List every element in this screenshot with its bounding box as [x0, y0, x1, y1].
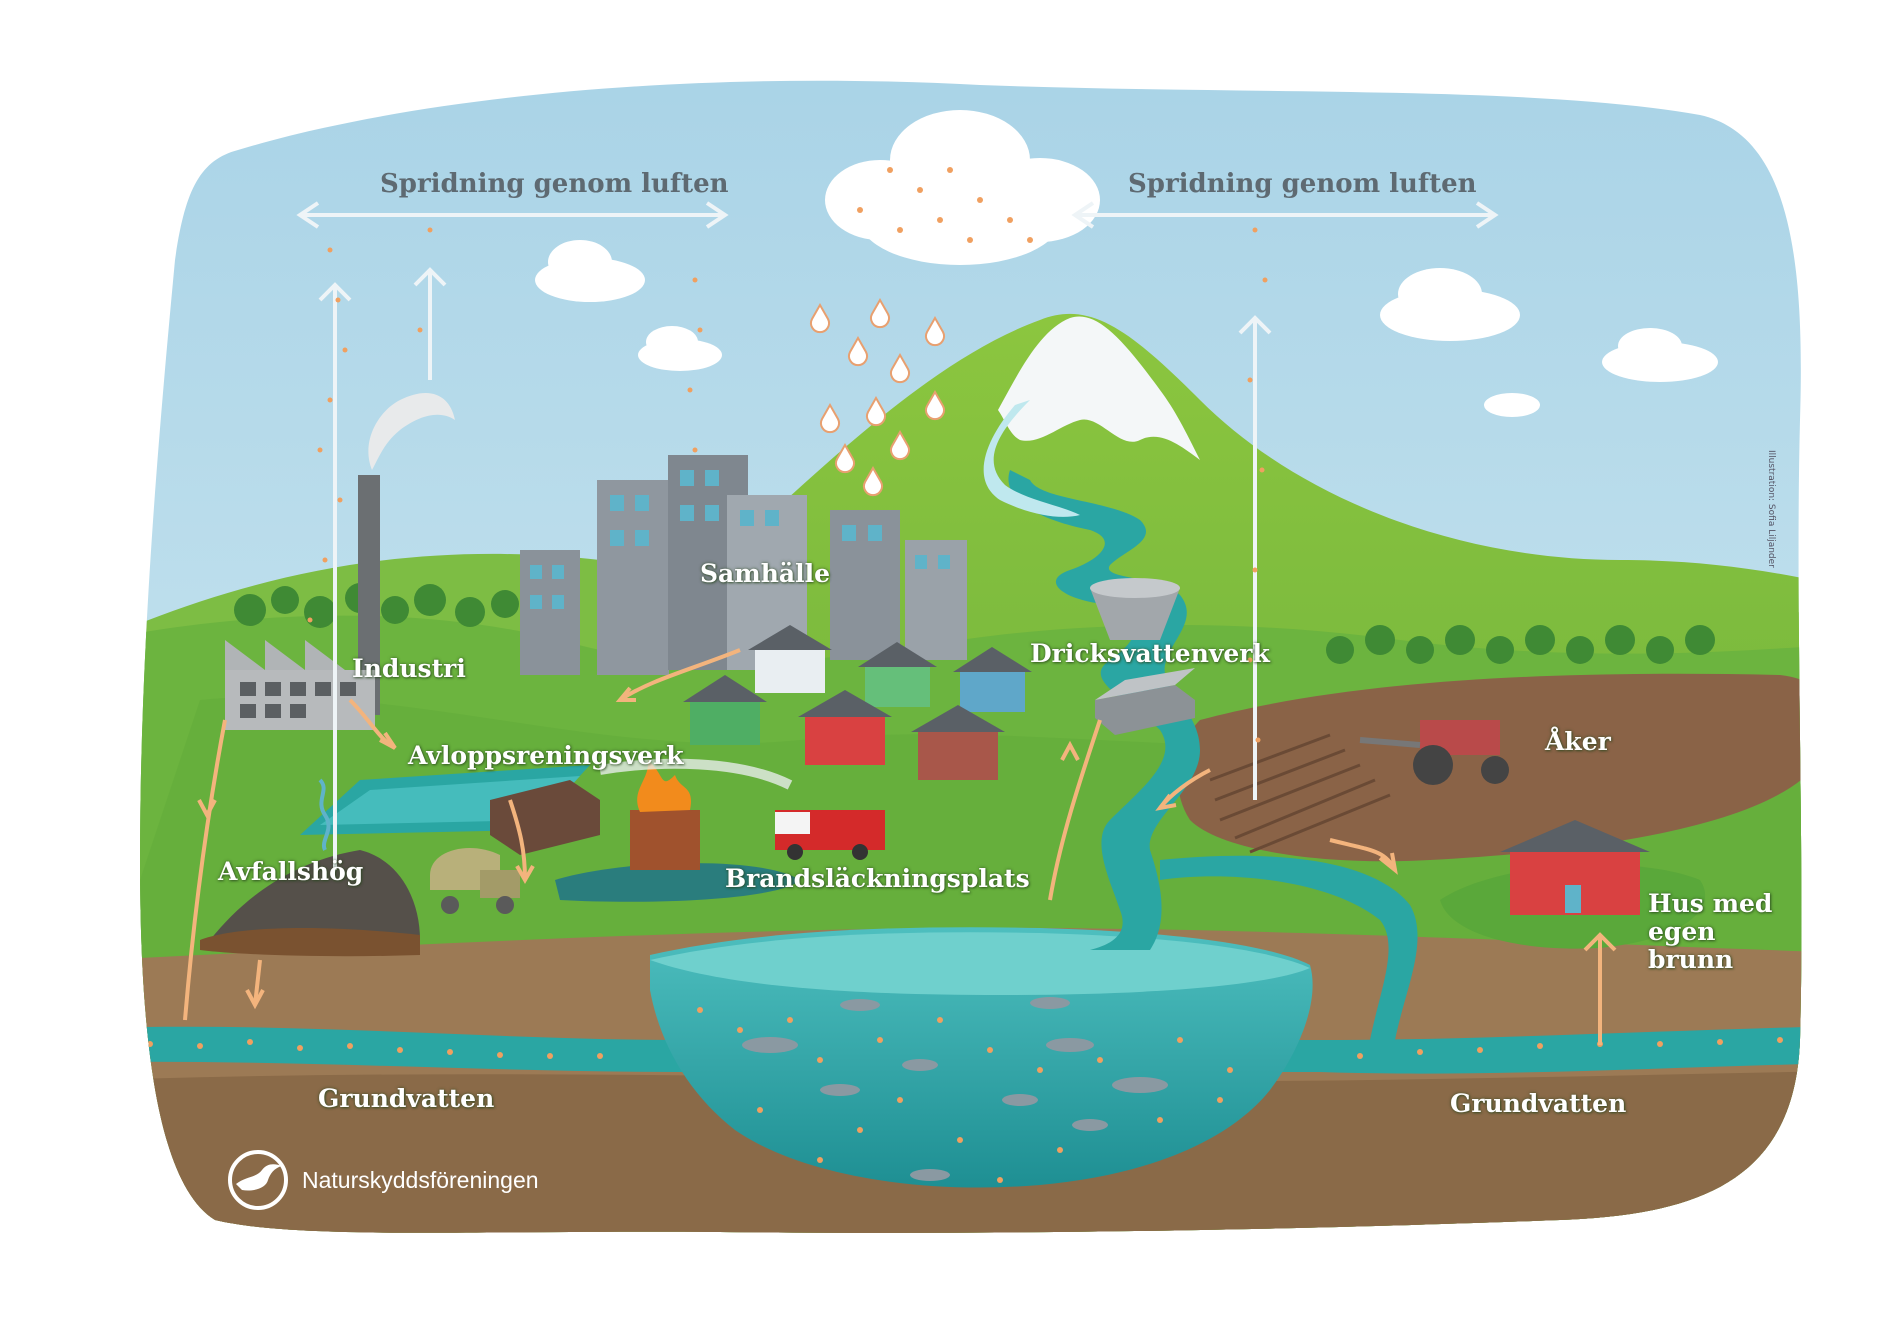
river-branch	[1160, 855, 1418, 1040]
rising-particles	[307, 227, 1268, 743]
label-grundvatten-left: Grundvatten	[318, 1084, 495, 1113]
label-air-left: Spridning genom luften	[380, 169, 729, 199]
water-treatment-plant	[1090, 578, 1195, 735]
waste-truck	[430, 847, 520, 914]
lake	[650, 927, 1313, 1188]
label-samhalle: Samhälle	[700, 559, 830, 588]
label-industri: Industri	[352, 654, 466, 683]
air-arrow-left	[296, 201, 729, 229]
cloud-small-4	[1602, 328, 1718, 382]
label-dricksvattenverk: Dricksvattenverk	[1030, 639, 1270, 668]
fire-truck	[775, 810, 885, 860]
cloud-small-2	[638, 326, 722, 371]
stream-from-mountain	[983, 400, 1080, 517]
house-with-well	[1440, 820, 1706, 949]
village-houses	[683, 625, 1032, 780]
air-arrow-right	[1071, 201, 1499, 229]
forest-right	[1326, 625, 1715, 664]
cloud-small-3	[1380, 268, 1520, 341]
rising-arrows	[318, 267, 1272, 870]
brand-name: Naturskyddsföreningen	[302, 1166, 539, 1193]
rain-drops	[810, 297, 945, 497]
flow-arrows	[183, 648, 1617, 1045]
city-buildings	[520, 455, 967, 675]
deep-soil	[140, 1070, 1802, 1233]
label-grundvatten-right: Grundvatten	[1450, 1089, 1627, 1118]
label-aker: Åker	[1545, 727, 1611, 756]
label-avloppsreningsverk: Avloppsreningsverk	[408, 741, 684, 770]
burning-house	[555, 758, 800, 902]
brand-logo: Naturskyddsföreningen	[228, 1150, 539, 1210]
particles-groundwater	[147, 1037, 1783, 1059]
label-avfallshog: Avfallshög	[218, 857, 364, 886]
particles-lake	[697, 1007, 1233, 1183]
illustration-credit: Illustration: Sofia Liljander	[1766, 450, 1776, 568]
tractor	[1359, 720, 1509, 785]
aker-furrows	[1209, 733, 1391, 854]
cloud-main	[825, 110, 1100, 265]
swallow-logo-icon	[228, 1150, 288, 1210]
waste-pile	[200, 778, 420, 957]
fish	[742, 997, 1168, 1181]
label-hus-med-egen-brunn: Hus med egen brunn	[1648, 889, 1773, 974]
cloud-small-1	[535, 240, 645, 302]
label-brandslackningsplats: Brandsläckningsplats	[725, 864, 1030, 893]
logo-icon-space	[228, 1150, 288, 1210]
cloud-small-5	[1484, 393, 1540, 417]
snow-cap	[998, 316, 1200, 460]
label-air-right: Spridning genom luften	[1128, 169, 1477, 199]
particles-cloud	[857, 167, 1033, 243]
industry-building	[225, 392, 455, 730]
